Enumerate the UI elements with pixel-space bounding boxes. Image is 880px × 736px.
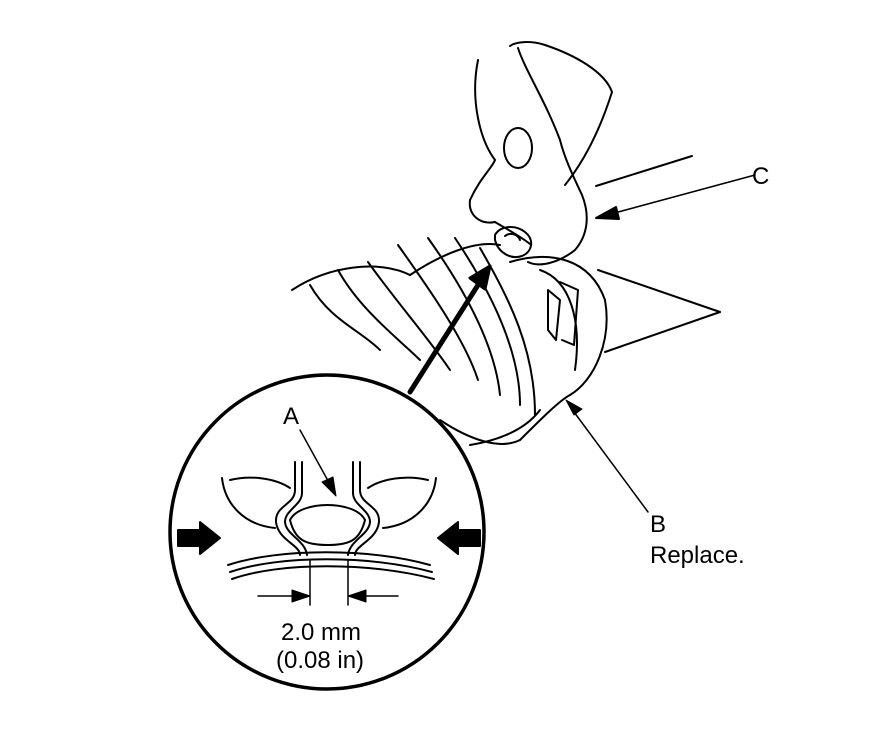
dimension-metric: 2.0 mm [281,619,362,646]
drive-shaft [597,269,721,353]
detail-pointer-arrow [407,264,492,395]
pliers-tool [468,41,756,266]
boot-clamp-ear [494,226,533,258]
dimension-imperial: (0.08 in) [276,647,365,674]
callout-b: B [650,511,667,538]
detail-magnifier [168,373,486,691]
cv-boot [291,237,608,446]
callout-b-note: Replace. [650,542,745,569]
callout-a: A [283,403,300,430]
callout-c: C [752,163,770,190]
leader-b [565,399,649,513]
